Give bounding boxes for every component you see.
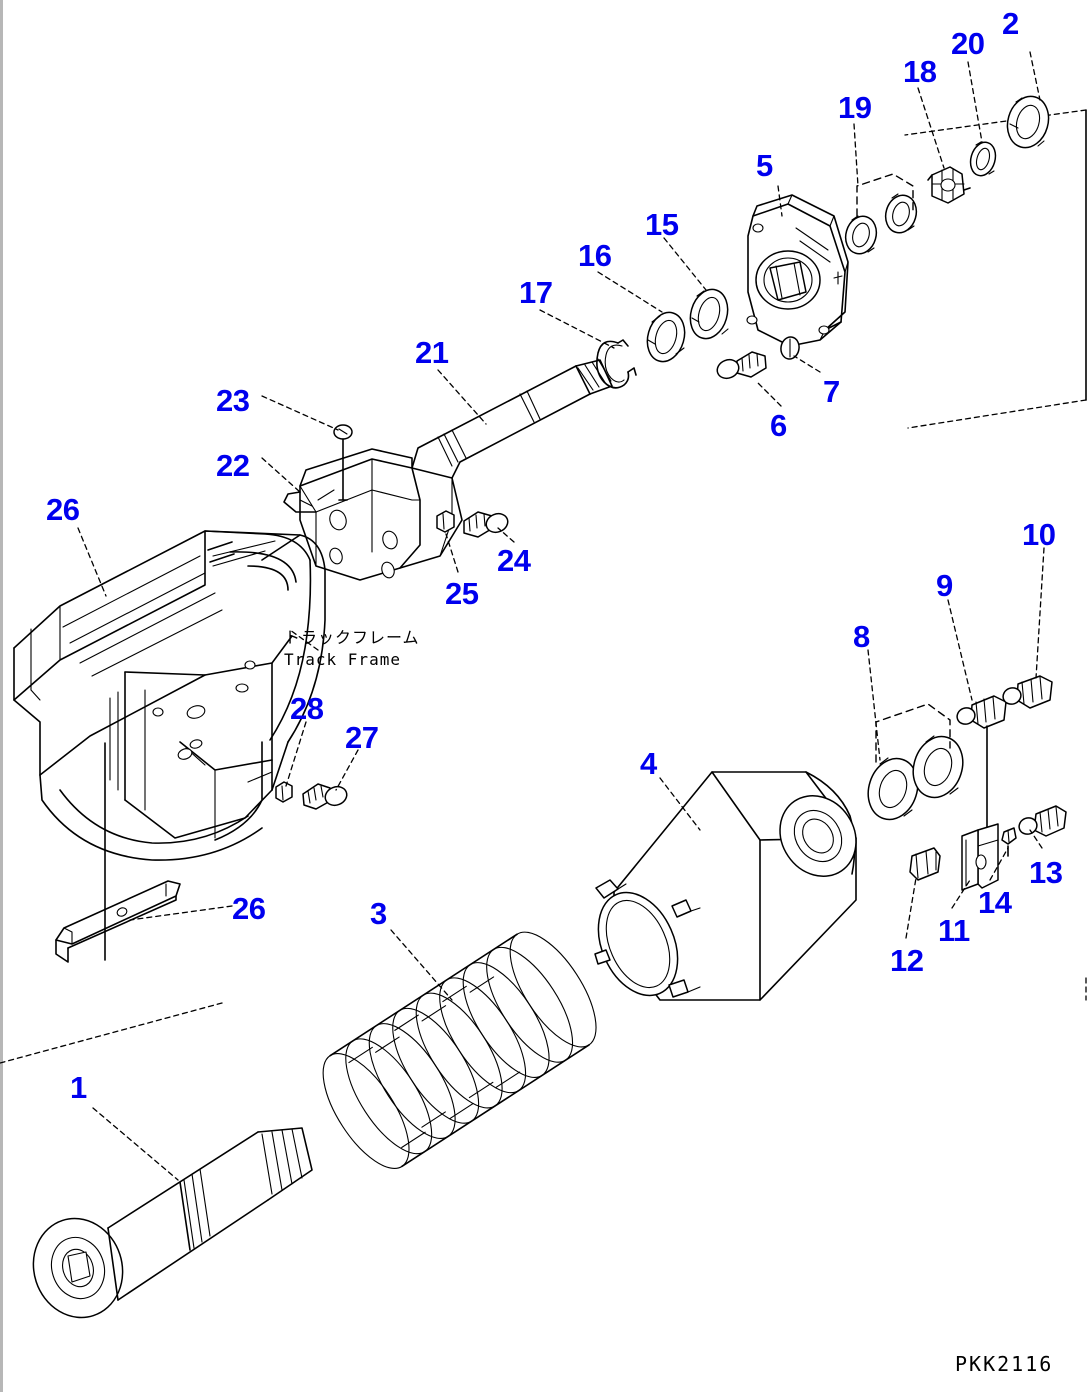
callout-number-14[interactable]: 14: [978, 885, 1012, 920]
callout-number-26b[interactable]: 26: [232, 891, 266, 926]
callout-number-27[interactable]: 27: [345, 720, 379, 755]
callout-number-2[interactable]: 2: [1002, 6, 1019, 41]
part-9-bolt: [956, 695, 1007, 881]
part-2-bushing: [1006, 95, 1050, 149]
part-5-bearing-housing: [746, 194, 849, 347]
callout-number-26[interactable]: 26: [46, 492, 80, 527]
callout-number-19[interactable]: 19: [838, 90, 872, 125]
part-17-snap-ring: [596, 339, 637, 389]
part-12-clip: [909, 847, 941, 881]
component-label-jp: トラックフレーム: [284, 628, 420, 647]
callout-number-11[interactable]: 11: [938, 913, 970, 948]
part-13-bolt: [1018, 805, 1067, 837]
part-18-retainer: [927, 166, 971, 204]
callout-number-1[interactable]: 1: [70, 1070, 87, 1105]
part-15-bearing-ring: [689, 288, 729, 340]
frame-cut-lines: [0, 109, 1087, 1064]
callout-number-9[interactable]: 9: [936, 568, 953, 603]
callout-number-23[interactable]: 23: [216, 383, 250, 418]
part-10-fitting: [1002, 675, 1053, 709]
callout-number-10[interactable]: 10: [1022, 517, 1056, 552]
part-11-bracket: [961, 823, 999, 891]
part-1-rod: [32, 1127, 313, 1319]
leader-lines: [77, 51, 1045, 1181]
callout-number-8[interactable]: 8: [853, 619, 870, 654]
part-6-bolt: [716, 351, 767, 380]
callout-number-28[interactable]: 28: [290, 691, 324, 726]
callout-number-12[interactable]: 12: [890, 943, 924, 978]
callout-number-24[interactable]: 24: [497, 543, 531, 578]
callout-number-5[interactable]: 5: [756, 148, 773, 183]
part-27-bolt: [302, 783, 348, 810]
part-23-grease-fitting: [333, 424, 353, 501]
callout-number-20[interactable]: 20: [951, 26, 985, 61]
callout-number-6[interactable]: 6: [770, 408, 787, 443]
part-24-bolt: [463, 511, 509, 538]
callout-number-4[interactable]: 4: [640, 746, 657, 781]
sheet-code: PKK2116: [955, 1352, 1054, 1376]
callout-number-17[interactable]: 17: [519, 275, 553, 310]
part-28-washer: [275, 781, 293, 803]
callout-number-3[interactable]: 3: [370, 896, 387, 931]
callout-number-16[interactable]: 16: [578, 238, 612, 273]
part-7-washer: [780, 336, 800, 360]
page-edge-left: [0, 0, 3, 1392]
part-8-spacers: [867, 703, 964, 821]
part-16-seal-ring: [646, 311, 686, 363]
component-label-en: Track Frame: [284, 650, 401, 669]
part-20-spacer: [969, 141, 997, 177]
part-track-frame-rail: [55, 742, 181, 963]
part-19-bushings: [844, 173, 918, 255]
callout-number-25[interactable]: 25: [445, 576, 479, 611]
callout-number-7[interactable]: 7: [823, 374, 840, 409]
part-3-spring: [322, 931, 597, 1169]
callout-number-15[interactable]: 15: [645, 207, 679, 242]
callout-number-22[interactable]: 22: [216, 448, 250, 483]
callout-number-21[interactable]: 21: [415, 335, 449, 370]
part-21-rod: [411, 358, 613, 479]
part-14-washer: [1001, 827, 1017, 857]
callout-number-13[interactable]: 13: [1029, 855, 1063, 890]
part-track-frame: [13, 530, 326, 861]
part-4-cylinder: [594, 771, 857, 1001]
part-22-bracket: [283, 448, 463, 581]
part-25-washer: [436, 510, 455, 533]
callout-number-18[interactable]: 18: [903, 54, 937, 89]
